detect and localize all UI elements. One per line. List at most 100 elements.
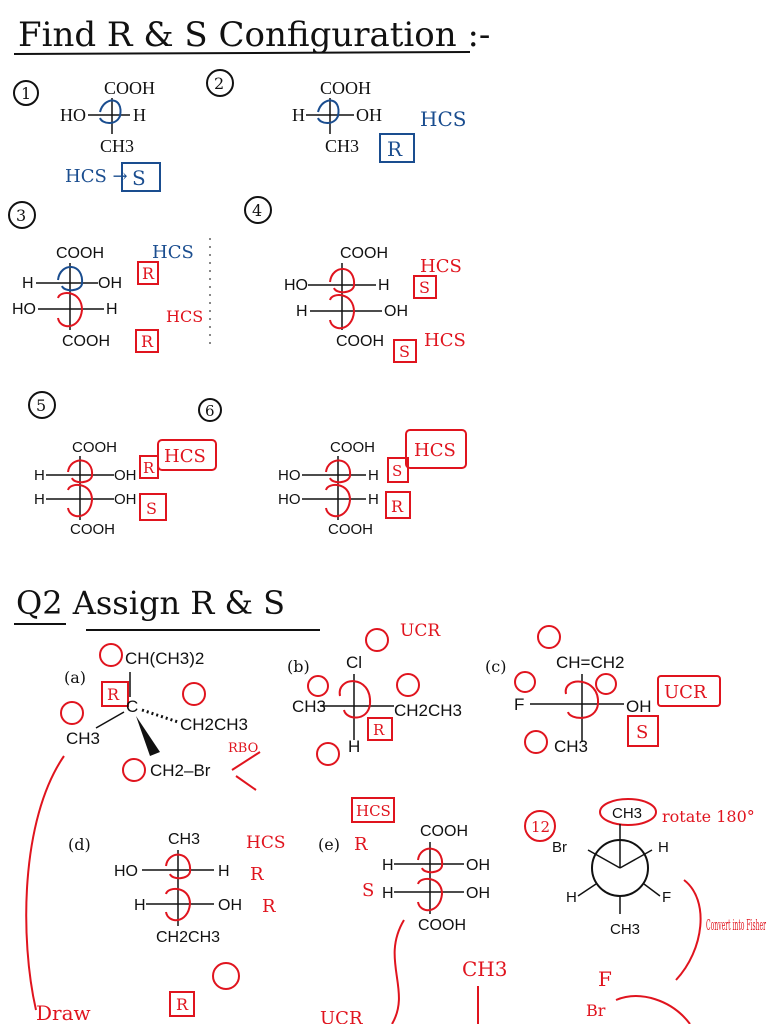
hcs-label: HCS	[420, 107, 466, 131]
group-top: Cl	[346, 653, 362, 672]
bottom-f: F	[598, 967, 612, 991]
group-left: CH3	[292, 697, 326, 716]
r2-left: H	[134, 897, 146, 914]
r2-right: H	[106, 301, 118, 318]
group-right: CH2CH3	[180, 715, 248, 734]
r2-left: H	[296, 303, 308, 320]
answer-1: S	[419, 278, 430, 297]
hcs-label-2: HCS	[424, 330, 466, 351]
problem-3: 3 COOH H OH HO H COOH HCS R HCS R	[8, 201, 211, 353]
front-left: Br	[552, 839, 567, 856]
problem-4: 4 COOH HO H H OH COOH HCS S HCS S	[244, 196, 466, 363]
rotate-label: rotate 180°	[662, 807, 755, 826]
section-2-title: Q2 Assign R & S	[14, 584, 320, 631]
group-left: HO	[60, 105, 86, 125]
r2-right: OH	[218, 897, 242, 914]
answer-1: S	[392, 462, 402, 480]
group-top: CH3	[168, 831, 200, 848]
group-bottom: COOH	[328, 521, 373, 538]
problem-number: 3	[16, 206, 26, 225]
bottom-ch3: CH3	[462, 957, 507, 981]
answer-box: S	[636, 722, 648, 743]
problem-number: 5	[36, 396, 46, 415]
q2-e: (e) HCS R S COOH H OH H OH COOH	[318, 797, 490, 934]
bottom-br: Br	[586, 1001, 606, 1020]
group-bottom: COOH	[70, 521, 115, 538]
answer-1: R	[354, 834, 368, 855]
q2-b: (b) UCR Cl CH3 CH2CH3 H R	[287, 621, 462, 766]
r2-right: OH	[466, 885, 490, 902]
center-carbon: C	[126, 697, 138, 716]
group-right: OH	[626, 697, 652, 716]
part-label: (a)	[64, 668, 86, 687]
q2-d: (d) CH3 HO H H OH CH2CH3 R R HCS	[68, 831, 285, 946]
answer-1: R	[142, 264, 155, 283]
problem-1: 1 COOH HO H CH3 HCS → S	[13, 78, 161, 192]
part-label: (e)	[318, 835, 340, 854]
r2-left: HO	[12, 301, 36, 318]
group-bottom: CH3	[100, 136, 134, 156]
hcs-label: HCS	[356, 802, 391, 820]
group-top: CH3	[612, 805, 642, 822]
group-left: F	[514, 695, 524, 714]
answer-1: R	[143, 459, 155, 477]
answer-box: R	[387, 137, 403, 161]
front-right: H	[658, 839, 669, 856]
problem-number: 1	[21, 84, 31, 103]
group-top: COOH	[420, 823, 468, 840]
group-bottom: CH3	[325, 136, 359, 156]
answer-2: R	[391, 497, 404, 516]
group-bottom: H	[348, 737, 360, 756]
part-label: (d)	[68, 835, 91, 854]
group-bottom: COOH	[336, 333, 384, 350]
problem-2: 2 COOH H OH CH3 HCS R	[206, 69, 466, 163]
hcs-label: HCS	[414, 440, 456, 461]
r1-left: H	[22, 275, 34, 292]
r2-left: H	[382, 885, 394, 902]
ucr-label: UCR	[664, 682, 707, 703]
problem-5: 5 COOH H OH H OH COOH R HCS S	[28, 391, 217, 538]
bottom-r-answer: R	[176, 995, 189, 1014]
r1-left: HO	[278, 467, 301, 484]
q2-newman: 12 CH3 rotate 180° Br H H F CH3 Convert …	[524, 798, 766, 981]
bottom-partial: Draw R UCR CH3 F Br	[25, 755, 691, 1024]
r1-right: H	[368, 467, 379, 484]
group-left: CH3	[66, 729, 100, 748]
r1-right: H	[218, 863, 230, 880]
group-right: H	[133, 105, 146, 125]
r2-left: HO	[278, 491, 301, 508]
part-label: (b)	[287, 657, 310, 676]
group-left: H	[292, 105, 305, 125]
answer-2: R	[262, 896, 276, 917]
convert-label: Convert into Fisher	[706, 916, 766, 934]
r1-right: OH	[114, 467, 137, 484]
problem-number: 6	[205, 402, 215, 420]
q2-c: (c) CH=CH2 F OH CH3 UCR S	[485, 625, 721, 756]
draw-label: Draw	[36, 1001, 91, 1024]
group-bottom: COOH	[62, 333, 110, 350]
answer-2: S	[399, 342, 410, 361]
group-right: OH	[356, 105, 382, 125]
group-right: CH2CH3	[394, 701, 462, 720]
problem-number: 2	[214, 74, 224, 93]
r1-left: HO	[284, 277, 308, 294]
ucr-label: UCR	[400, 621, 441, 641]
group-bottom: CH2–Br	[150, 761, 211, 780]
problem-6: 6 COOH HO H HO H COOH S HCS R	[198, 398, 467, 538]
r1-left: H	[34, 467, 45, 484]
answer-box: S	[132, 166, 146, 190]
group-top: COOH	[330, 439, 375, 456]
hcs-arrow-label: HCS →	[65, 166, 128, 187]
group-top: CH(CH3)2	[125, 649, 204, 668]
hcs-label: HCS	[152, 242, 194, 263]
group-top: COOH	[340, 245, 388, 262]
r1-right: H	[378, 277, 390, 294]
title-text: Find R & S Configuration :-	[18, 15, 490, 55]
r2-right: H	[368, 491, 379, 508]
answer-2: S	[146, 499, 157, 518]
back-left: H	[566, 889, 577, 906]
part-label: 12	[531, 818, 550, 836]
group-top: COOH	[56, 245, 104, 262]
r2-right: OH	[114, 491, 137, 508]
group-bottom: CH2CH3	[156, 929, 220, 946]
